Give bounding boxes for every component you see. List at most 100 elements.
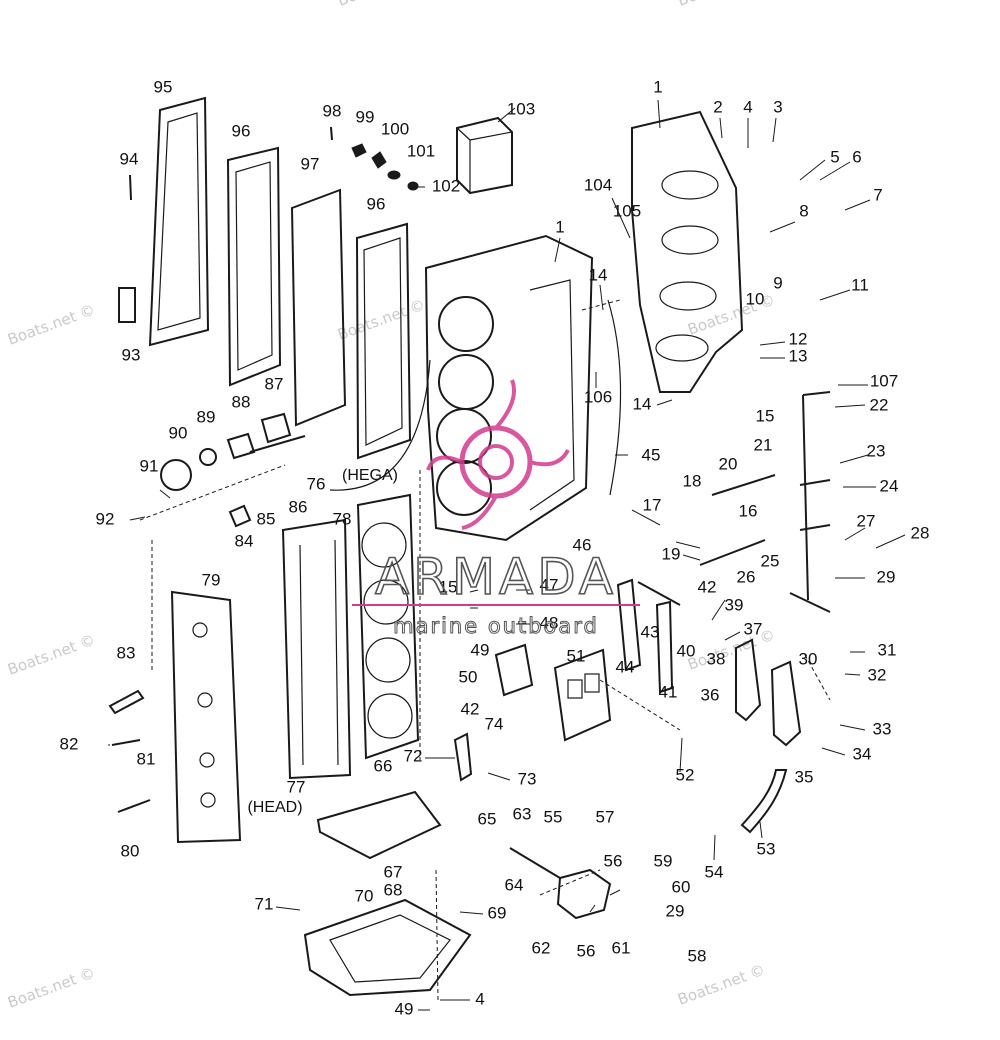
watermark: Boats.net © — [335, 0, 427, 10]
part-number-label: 46 — [573, 535, 592, 554]
part-number-label: 28 — [911, 523, 930, 542]
part-number-label: 43 — [641, 622, 660, 641]
part-number-label: 64 — [505, 875, 524, 894]
part-drawings — [108, 96, 831, 1001]
part-number-label: 93 — [122, 345, 141, 364]
part-number-label: 52 — [676, 765, 695, 784]
part-number-label: 97 — [301, 154, 320, 173]
part-number-label: 90 — [169, 423, 188, 442]
part-number-label: 29 — [666, 901, 685, 920]
part-number-label: 6 — [852, 147, 861, 166]
part-number-label: 66 — [374, 756, 393, 775]
part-number-label: 81 — [137, 749, 156, 768]
part-number-label: 56 — [577, 941, 596, 960]
part-number-label: 77 — [287, 777, 306, 796]
part-number-label: 96 — [367, 194, 386, 213]
part-number-label: 40 — [677, 641, 696, 660]
part-number-label: 44 — [616, 657, 635, 676]
part-number-label: 15 — [756, 406, 775, 425]
part-number-label: 37 — [744, 619, 763, 638]
part-number-label: 104 — [584, 175, 612, 194]
part-number-label: 49 — [471, 640, 490, 659]
part-number-label: 73 — [518, 769, 537, 788]
watermark: Boats.net © — [5, 964, 97, 1012]
part-number-label: 91 — [140, 456, 159, 475]
part-number-label: 24 — [880, 476, 899, 495]
part-number-label: 103 — [507, 99, 535, 118]
part-number-label: 63 — [513, 804, 532, 823]
part-number-label: 76 — [307, 474, 326, 493]
part-number-label: 96 — [232, 121, 251, 140]
part-number-label: 83 — [117, 643, 136, 662]
watermark: Boats.net © — [675, 961, 767, 1009]
part-number-label: 48 — [540, 613, 559, 632]
part-number-label: 34 — [853, 744, 872, 763]
part-number-label: 2 — [713, 97, 722, 116]
part-number-label: 53 — [757, 839, 776, 858]
cylinder-block-1-drawing — [424, 234, 594, 542]
watermark: Boats.net © — [685, 626, 777, 674]
plate-97-drawing — [290, 188, 347, 427]
part-number-label: 42 — [461, 699, 480, 718]
cover-96-drawing — [226, 146, 282, 387]
base-parts-drawing — [303, 790, 472, 997]
part-number-label: 14 — [589, 265, 608, 284]
part-number-label: 29 — [877, 567, 896, 586]
part-number-label: 62 — [532, 938, 551, 957]
part-number-label: 41 — [659, 682, 678, 701]
cover-96b-drawing — [355, 222, 412, 460]
linkage-parts-drawing — [616, 578, 802, 747]
part-number-label: 71 — [255, 894, 274, 913]
part-number-label: 61 — [612, 938, 631, 957]
part-number-label: 23 — [867, 441, 886, 460]
cylinder-head-77-drawing — [281, 518, 352, 780]
brand-name: ARMADA — [375, 548, 617, 606]
part-number-label: 98 — [323, 101, 342, 120]
part-number-label: 20 — [719, 454, 738, 473]
part-number-label: 107 — [870, 371, 898, 390]
part-number-label: 100 — [381, 119, 409, 138]
part-number-label: 25 — [761, 551, 780, 570]
plate-93-drawing — [118, 287, 136, 323]
part-number-label: 30 — [799, 649, 818, 668]
part-number-label: 18 — [683, 471, 702, 490]
part-number-label: 54 — [705, 862, 724, 881]
part-number-label: 92 — [96, 509, 115, 528]
part-number-label: 72 — [404, 746, 423, 765]
brand-tagline: marine outboard — [393, 614, 599, 638]
watermark: Boats.net © — [675, 0, 767, 10]
part-number-label: 4 — [743, 97, 752, 116]
part-number-label: 101 — [407, 141, 435, 160]
part-number-label: 45 — [642, 445, 661, 464]
part-number-label: 8 — [799, 201, 808, 220]
part-number-label: 33 — [873, 719, 892, 738]
thermostat-parts-drawing — [160, 412, 306, 491]
hose-53-drawing — [740, 769, 788, 834]
throttle-rod-drawing — [789, 391, 831, 613]
part-number-label: 55 — [544, 807, 563, 826]
part-number-label: 22 — [870, 395, 889, 414]
part-number-label: 105 — [613, 201, 641, 220]
watermark: Boats.net © — [335, 296, 427, 344]
part-number-label: 74 — [485, 714, 504, 733]
part-number-label: 65 — [478, 809, 497, 828]
part-number-label: 7 — [873, 185, 882, 204]
part-number-label: 79 — [202, 570, 221, 589]
part-number-label: 56 — [604, 851, 623, 870]
part-number-label: 88 — [232, 392, 251, 411]
head-gasket-76-drawing — [356, 493, 420, 760]
leader-lines — [108, 99, 906, 1011]
part-number-label: 59 — [654, 851, 673, 870]
part-number-label: 80 — [121, 841, 140, 860]
part-number-label: 10 — [746, 289, 765, 308]
part-number-label: 21 — [754, 435, 773, 454]
part-number-label: 86 — [289, 497, 308, 516]
hardware-98-102-drawing — [330, 126, 419, 191]
part-number-label: 85 — [257, 509, 276, 528]
part-number-label: 51 — [567, 646, 586, 665]
head-annotation: (HEAD) — [247, 799, 302, 816]
part-number-label: 31 — [878, 640, 897, 659]
part-number-label: 1 — [653, 77, 662, 96]
